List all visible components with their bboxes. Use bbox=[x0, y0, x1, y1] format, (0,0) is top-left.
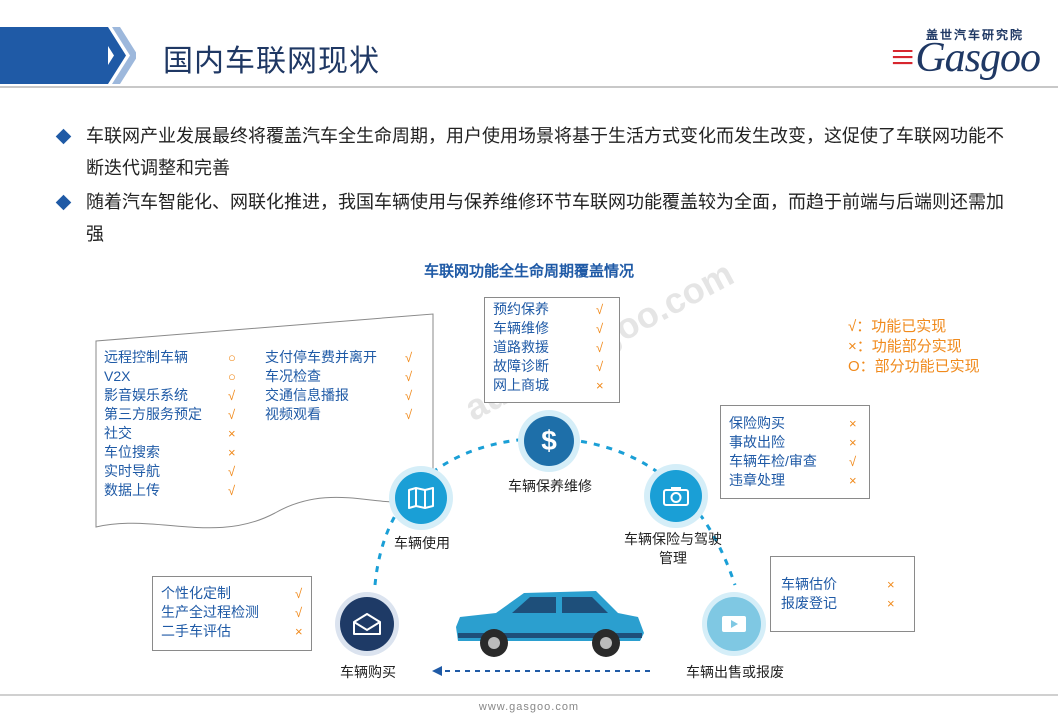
list-item: 远程控制车辆○ bbox=[104, 349, 236, 365]
envelope-icon bbox=[340, 597, 394, 651]
stage-label-insurance: 车辆保险与驾驶管理 bbox=[624, 531, 722, 566]
buy-stage-node bbox=[335, 592, 399, 656]
list-item: 预约保养√ bbox=[493, 301, 604, 317]
legend-item: ×：功能部分实现 bbox=[848, 338, 962, 355]
list-item: 道路救援√ bbox=[493, 339, 604, 355]
list-item: 网上商城× bbox=[493, 377, 604, 393]
maintenance-stage-node: $ bbox=[518, 410, 580, 472]
insurance-box: 保险购买× 事故出险× 车辆年检/审查√ 违章处理× bbox=[720, 405, 870, 499]
dollar-icon: $ bbox=[524, 416, 574, 466]
stage-label-buy: 车辆购买 bbox=[340, 664, 396, 680]
stage-label-use: 车辆使用 bbox=[394, 535, 450, 551]
list-item: 故障诊断√ bbox=[493, 358, 604, 374]
list-item: 数据上传√ bbox=[104, 482, 236, 498]
list-item: 车位搜索× bbox=[104, 444, 236, 460]
list-item: 报废登记× bbox=[781, 595, 895, 611]
logo-chinese-text: 盖世汽车研究院 bbox=[926, 28, 1025, 42]
list-item: 车辆估价× bbox=[781, 576, 895, 592]
legend-item: O：部分功能已实现 bbox=[848, 358, 980, 375]
list-item: 第三方服务预定√ bbox=[104, 406, 236, 422]
use-box-left-list: 远程控制车辆○ V2X○ 影音娱乐系统√ 第三方服务预定√ 社交× 车位搜索× … bbox=[104, 348, 254, 500]
list-item: V2X○ bbox=[104, 368, 236, 384]
video-play-icon bbox=[707, 597, 761, 651]
use-stage-node bbox=[389, 466, 453, 530]
list-item: 车况检查√ bbox=[265, 368, 413, 384]
sell-stage-node bbox=[702, 592, 766, 656]
map-icon bbox=[395, 472, 447, 524]
list-item: 车辆年检/审查√ bbox=[729, 453, 857, 469]
list-item: 生产全过程检测√ bbox=[161, 604, 303, 620]
insurance-stage-node bbox=[644, 464, 708, 528]
bullet-item: 车联网产业发展最终将覆盖汽车全生命周期，用户使用场景将基于生活方式变化而发生改变… bbox=[55, 120, 1018, 184]
stage-label-maintenance: 车辆保养维修 bbox=[508, 478, 592, 494]
bullet-item: 随着汽车智能化、网联化推进，我国车辆使用与保养维修环节车联网功能覆盖较为全面，而… bbox=[55, 186, 1018, 250]
list-item: 事故出险× bbox=[729, 434, 857, 450]
list-item: 交通信息播报√ bbox=[265, 387, 413, 403]
page-title: 国内车联网现状 bbox=[163, 45, 380, 78]
diagram-title: 车联网功能全生命周期覆盖情况 bbox=[423, 263, 634, 280]
header-accent-bar bbox=[0, 27, 108, 84]
list-item: 实时导航√ bbox=[104, 463, 236, 479]
list-item: 支付停车费并离开√ bbox=[265, 349, 413, 365]
gasgoo-logo: ≡Gasgoo bbox=[888, 35, 1041, 81]
use-box-right-list: 支付停车费并离开√ 车况检查√ 交通信息播报√ 视频观看√ bbox=[265, 348, 420, 424]
list-item: 二手车评估× bbox=[161, 623, 303, 639]
list-item: 视频观看√ bbox=[265, 406, 413, 422]
footer-url: www.gasgoo.com bbox=[478, 701, 580, 713]
car-illustration bbox=[456, 591, 644, 657]
list-item: 个性化定制√ bbox=[161, 585, 303, 601]
maintenance-box: 预约保养√ 车辆维修√ 道路救援√ 故障诊断√ 网上商城× bbox=[484, 297, 620, 403]
list-item: 社交× bbox=[104, 425, 236, 441]
header-chevron-icon bbox=[96, 27, 136, 84]
sell-box: 车辆估价× 报废登记× bbox=[770, 556, 915, 632]
list-item: 车辆维修√ bbox=[493, 320, 604, 336]
list-item: 违章处理× bbox=[729, 472, 857, 488]
list-item: 保险购买× bbox=[729, 415, 857, 431]
buy-box: 个性化定制√ 生产全过程检测√ 二手车评估× bbox=[152, 576, 312, 651]
footer-divider bbox=[0, 694, 1058, 696]
camera-icon bbox=[650, 470, 702, 522]
list-item: 影音娱乐系统√ bbox=[104, 387, 236, 403]
header-divider bbox=[0, 86, 1058, 88]
legend: √：功能已实现 ×：功能部分实现 O：部分功能已实现 bbox=[848, 317, 980, 377]
stage-label-sell: 车辆出售或报废 bbox=[686, 664, 784, 680]
legend-item: √：功能已实现 bbox=[848, 318, 947, 335]
